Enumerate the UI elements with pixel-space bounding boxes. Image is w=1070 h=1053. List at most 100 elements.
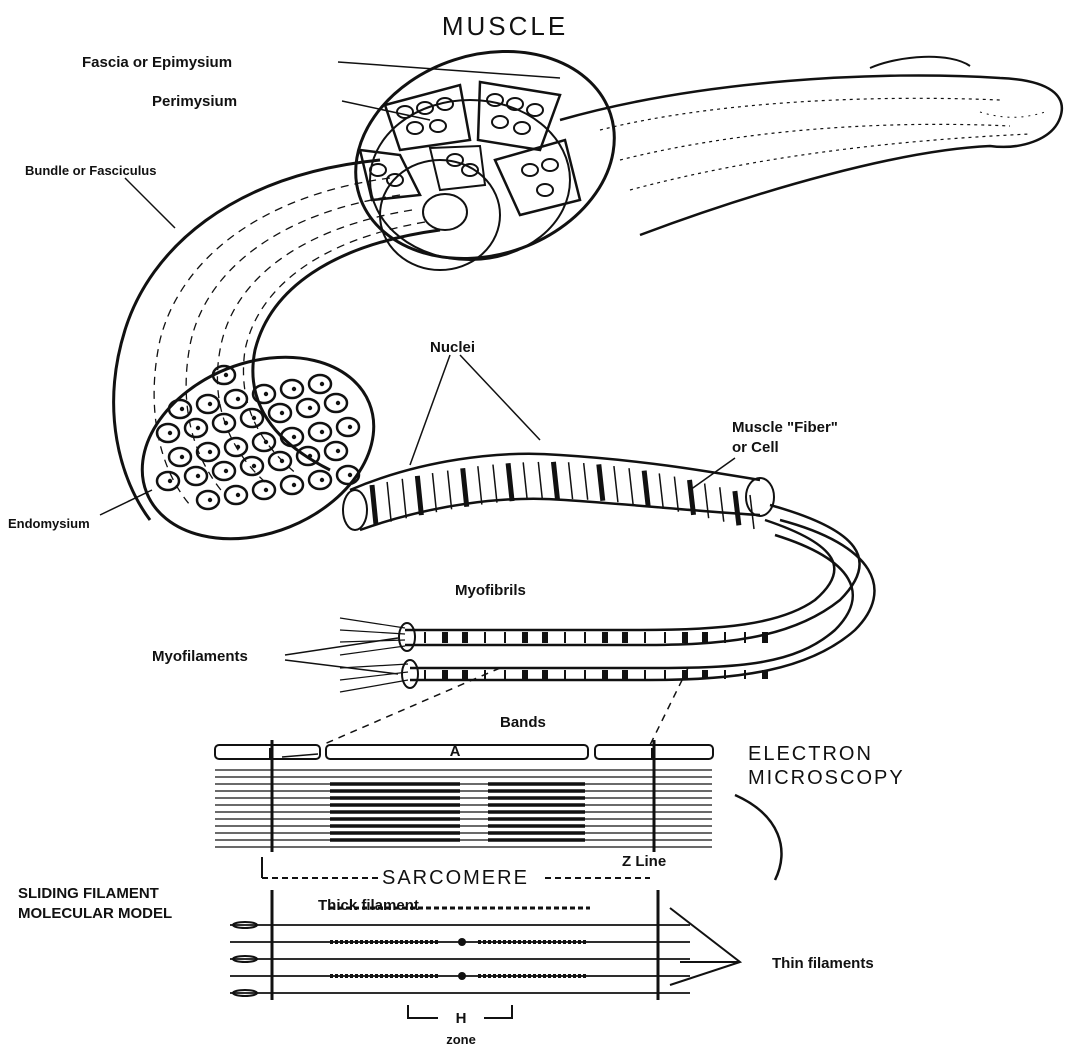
label-sarcomere: SARCOMERE <box>382 867 529 889</box>
fiber-stripe <box>720 487 724 521</box>
label-myofibrils: Myofibrils <box>455 582 526 599</box>
cell-nucleus-dot <box>180 455 184 459</box>
cell-nucleus-dot <box>348 425 352 429</box>
label-myofilaments: Myofilaments <box>152 648 248 665</box>
cell-nucleus-dot <box>224 469 228 473</box>
label-nuclei: Nuclei <box>430 339 475 356</box>
fiber-stripe <box>614 466 618 502</box>
cell-nucleus-dot <box>320 430 324 434</box>
cell-nucleus-dot <box>280 459 284 463</box>
fascicle-cell <box>527 104 543 116</box>
cell-nucleus-dot <box>196 426 200 430</box>
label-bundle-fasciculus: Bundle or Fasciculus <box>25 163 156 178</box>
cell-nucleus-dot <box>292 387 296 391</box>
fiber-stripe <box>372 485 376 525</box>
m-line-dot <box>458 972 466 980</box>
label-zone: zone <box>446 1032 476 1047</box>
fiber-striations <box>372 462 754 529</box>
label-h: H <box>456 1010 467 1027</box>
cell-nucleus-dot <box>264 392 268 396</box>
label-molecular-model: MOLECULAR MODEL <box>18 905 172 922</box>
fascicle-cell <box>542 159 558 171</box>
fasciculus-bundle <box>114 160 440 520</box>
endomysium-cross-section <box>115 324 401 572</box>
fiber-stripe <box>538 462 542 499</box>
label-z-line: Z Line <box>622 853 666 870</box>
fiber-stripe <box>448 471 452 510</box>
fascicle-cell <box>430 120 446 132</box>
cell-nucleus-dot <box>180 407 184 411</box>
myofilament-strands <box>340 618 408 692</box>
cell-nucleus-dot <box>208 498 212 502</box>
fascicle-cell <box>370 164 386 176</box>
cell-nucleus-dot <box>336 401 340 405</box>
fascicle-cell <box>537 184 553 196</box>
fiber-stripe <box>523 462 527 500</box>
fascicle-cell <box>407 122 423 134</box>
label-muscle-fiber-line1: Muscle "Fiber" <box>732 419 838 436</box>
cell-nucleus-dot <box>208 450 212 454</box>
myofibril-striations <box>425 632 765 679</box>
label-electron: ELECTRON <box>748 743 873 765</box>
fiber-stripe <box>629 468 633 504</box>
fiber-stripe <box>584 463 588 500</box>
fiber-stripe <box>569 462 573 499</box>
fiber-stripe <box>432 473 436 512</box>
label-endomysium: Endomysium <box>8 516 90 531</box>
label-bands: Bands <box>500 714 546 731</box>
cell-nucleus-dot <box>224 421 228 425</box>
fiber-stripe <box>644 471 648 507</box>
cell-nucleus-dot <box>208 402 212 406</box>
curved-arrow-connector <box>735 795 782 880</box>
label-band-i-right: I <box>650 745 654 762</box>
fascicle-cell <box>514 122 530 134</box>
cell-nucleus-dot <box>308 406 312 410</box>
cell-nucleus-dot <box>168 479 172 483</box>
cell-nucleus-dot <box>336 449 340 453</box>
cell-nucleus-dot <box>236 493 240 497</box>
cell-nucleus-dot <box>252 464 256 468</box>
cell-nucleus-dot <box>308 454 312 458</box>
cell-nucleus-dot <box>292 435 296 439</box>
fascicle-cell <box>522 164 538 176</box>
fiber-stripe <box>508 463 512 501</box>
bone-tendon <box>560 57 1062 235</box>
cell-nucleus-dot <box>348 473 352 477</box>
sliding-filament-model <box>230 890 740 1000</box>
cell-nucleus-dot <box>252 416 256 420</box>
fiber-stripe <box>493 465 497 503</box>
label-microscopy: MICROSCOPY <box>748 767 905 789</box>
fiber-stripe <box>417 476 421 515</box>
fascicle-cell <box>492 116 508 128</box>
endomysium-cells <box>157 366 359 509</box>
cell-nucleus-dot <box>292 483 296 487</box>
label-band-i-left: I <box>268 745 272 762</box>
cell-nucleus-dot <box>196 474 200 478</box>
fiber-stripe <box>463 468 467 507</box>
fiber-stripe <box>599 464 603 500</box>
fascicle-cell <box>487 94 503 106</box>
label-fascia-epimysium: Fascia or Epimysium <box>82 54 232 71</box>
fiber-stripe <box>553 462 557 499</box>
m-line-dot <box>458 938 466 946</box>
label-sliding-filament: SLIDING FILAMENT <box>18 885 159 902</box>
fiber-stripe <box>387 482 391 522</box>
cell-nucleus-dot <box>264 440 268 444</box>
fiber-stripe <box>735 491 739 525</box>
cell-nucleus-dot <box>236 445 240 449</box>
fiber-stripe <box>705 483 709 518</box>
label-muscle-fiber-line2: or Cell <box>732 439 779 456</box>
fiber-stripe <box>478 466 482 504</box>
cell-nucleus-dot <box>224 373 228 377</box>
label-perimysium: Perimysium <box>152 93 237 110</box>
cell-nucleus-dot <box>320 478 324 482</box>
cell-nucleus-dot <box>168 431 172 435</box>
diagram-title: MUSCLE <box>442 11 568 41</box>
cell-nucleus-dot <box>264 488 268 492</box>
fiber-stripe <box>659 473 663 508</box>
cell-nucleus-dot <box>320 382 324 386</box>
cell-nucleus-dot <box>280 411 284 415</box>
muscle-cross-section <box>329 19 642 291</box>
